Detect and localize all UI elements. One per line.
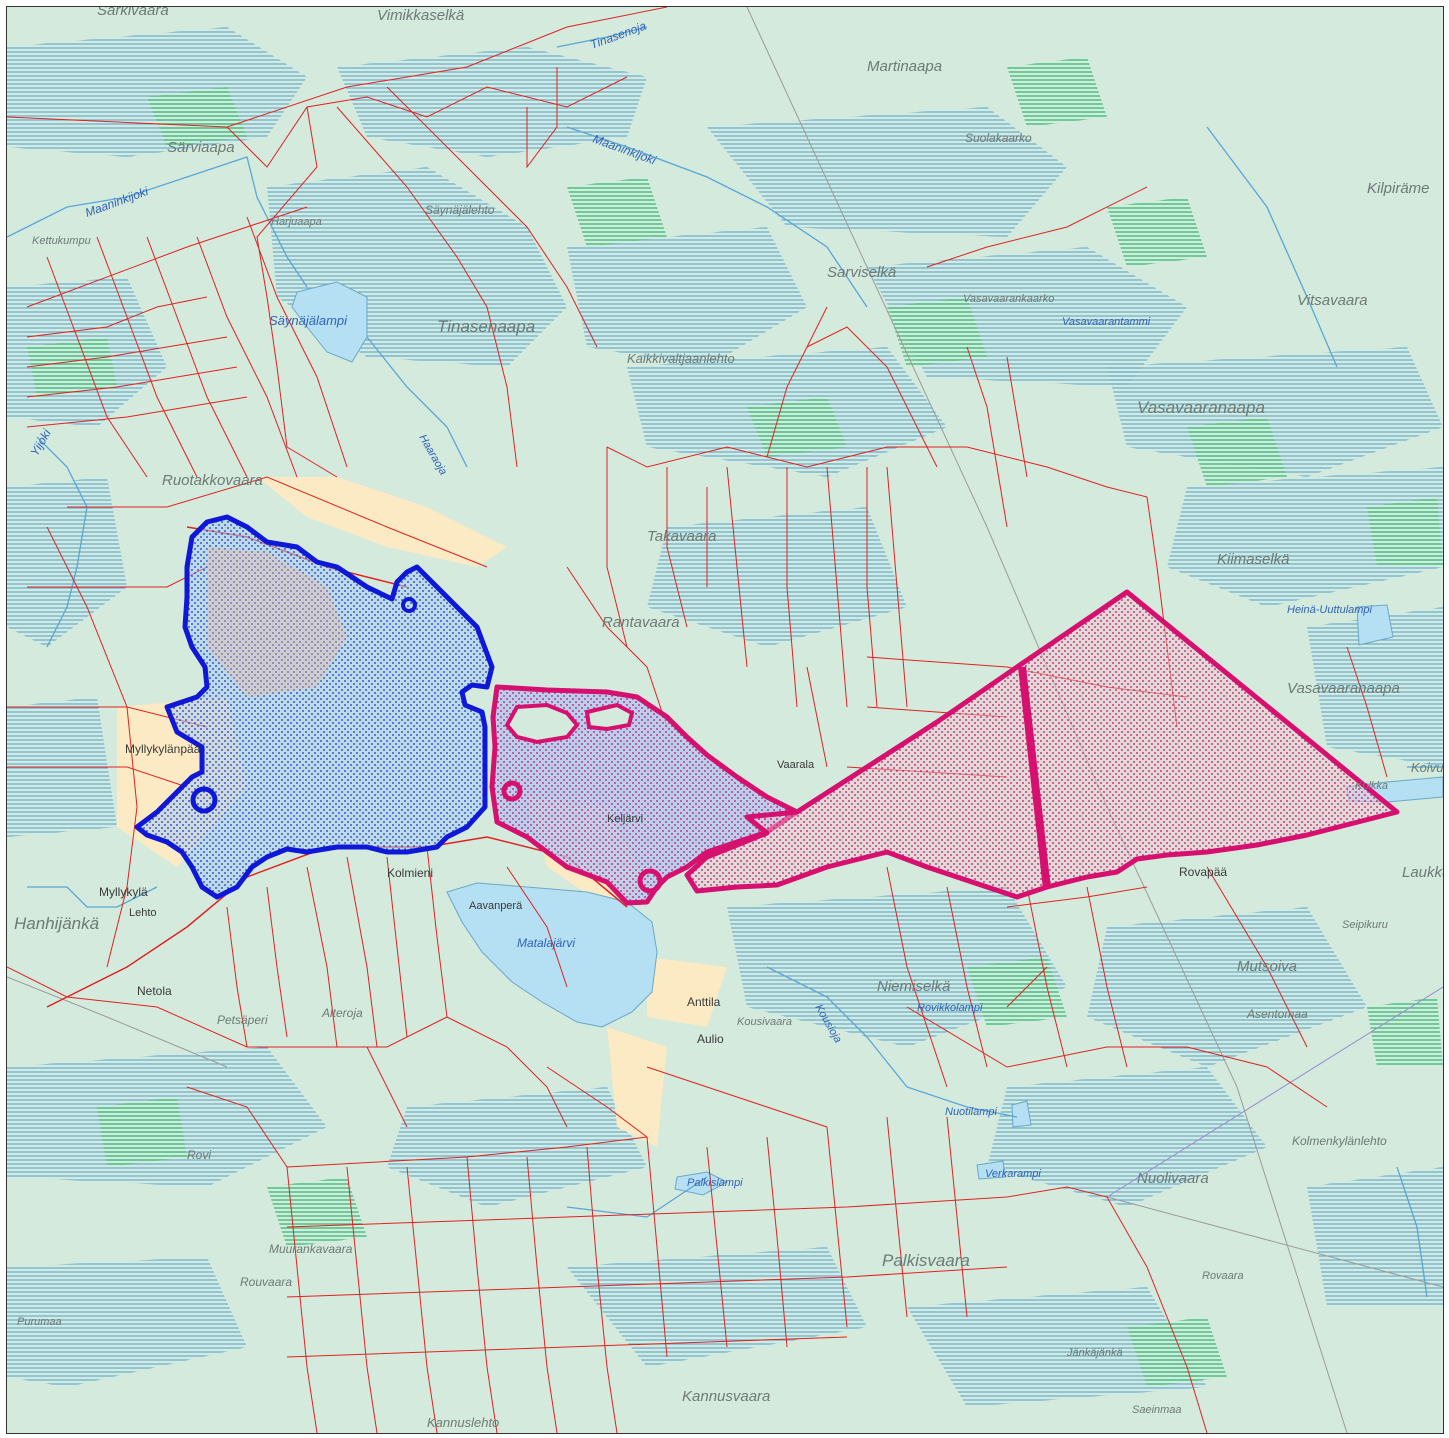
label-laukku: Laukku	[1402, 864, 1443, 881]
area-west-ring-2	[401, 597, 417, 613]
lakes	[291, 281, 1443, 1196]
label-jankajanka: Jänkäjänkä	[1066, 1347, 1123, 1359]
label-saynajalehto: Säynäjälehto	[425, 203, 495, 217]
label-suolakaarko: Suolakaarko	[965, 131, 1032, 145]
label-sarviaapa: Särviaapa	[167, 139, 235, 156]
area-west-ring	[190, 786, 218, 814]
lake-saynajalampi	[291, 281, 368, 363]
label-takavaara: Takavaara	[647, 528, 717, 545]
map-canvas[interactable]: SarkivaaraVimikkaselkäTinasenojaMartinaa…	[7, 7, 1443, 1433]
label-harjuaapa: Harjuaapa	[271, 216, 322, 228]
label-verkarampi: Verkarampi	[985, 1168, 1041, 1180]
lake-verkarampi	[976, 1160, 1006, 1180]
label-purumaa: Purumaa	[17, 1316, 62, 1328]
label-sarkivaara: Sarkivaara	[97, 7, 169, 19]
label-nuolivaara: Nuolivaara	[1137, 1170, 1209, 1187]
label-palkislampi: Palkislampi	[687, 1177, 743, 1189]
label-rovapaa: Rovapää	[1179, 865, 1227, 879]
label-kannusvaara: Kannusvaara	[682, 1388, 770, 1405]
label-mutsoiva: Mutsoiva	[1237, 958, 1297, 975]
label-ruotakkovaara: Ruotakkovaara	[162, 472, 263, 489]
label-kiimaselka: Kiimaselkä	[1217, 551, 1290, 568]
label-vimikkaselka: Vimikkaselkä	[377, 7, 464, 24]
label-kousivaara: Kousivaara	[737, 1016, 792, 1028]
label-aulio: Aulio	[697, 1032, 724, 1046]
label-kettukumpu: Kettukumpu	[32, 235, 91, 247]
area-east-island-2	[584, 702, 635, 732]
label-rovaara: Rovaara	[1202, 1270, 1244, 1282]
rivers	[7, 26, 1443, 1298]
label-tinasenaapa: Tinasenaapa	[437, 317, 535, 336]
label-myllykyla: Myllykylä	[99, 885, 148, 899]
green-marsh-areas	[27, 57, 1443, 1387]
label-petsaperi: Petsäperi	[217, 1013, 268, 1027]
label-sarviselka: Sarviselkä	[827, 264, 896, 281]
label-matalajarvi: Matalajärvi	[517, 936, 575, 950]
lake-heina-uuttulampi	[1356, 604, 1394, 646]
area-east-divider	[1018, 666, 1051, 890]
label-vasavaarankaarko: Vasavaarankaarko	[963, 293, 1054, 305]
label-kelujarvi: Keljärvi	[607, 813, 643, 825]
area-east-lake-outline[interactable]	[489, 684, 800, 906]
area-east-ring	[501, 780, 523, 802]
label-rantavaara: Rantavaara	[602, 614, 680, 631]
label-rouvaara: Rouvaara	[240, 1275, 292, 1289]
label-nuotilampi: Nuotilampi	[945, 1106, 998, 1118]
label-kolkka: Kolkka	[1355, 780, 1388, 792]
label-kolmieni: Kolmieni	[387, 866, 433, 880]
tracks	[7, 7, 1443, 1433]
label-kilpirame: Kilpiräme	[1367, 180, 1430, 197]
label-anttila: Anttila	[687, 995, 721, 1009]
area-west-outline[interactable]	[134, 514, 495, 900]
label-vasavaaranaapa2: Vasavaaranaapa	[1287, 680, 1400, 697]
area-west-inner-sand	[207, 547, 347, 697]
label-vasavaarantammi: Vasavaarantammi	[1062, 316, 1151, 328]
label-kannuslehto: Kannuslehto	[427, 1415, 499, 1430]
label-muurankavaara: Muurankavaara	[269, 1242, 353, 1256]
label-rovi: Rovi	[187, 1148, 211, 1162]
label-hanhijanka: Hanhijänkä	[14, 914, 99, 933]
label-heinauuttulampi: Heinä-Uuttulampi	[1287, 604, 1373, 616]
label-niemiselka: Niemiselkä	[877, 978, 950, 995]
area-east-ring-2	[637, 868, 663, 894]
label-martinaapa: Martinaapa	[867, 58, 942, 75]
label-koivu: Koivu	[1411, 760, 1443, 775]
label-palkisvaara: Palkisvaara	[882, 1251, 970, 1270]
lake-matalajarvi	[446, 882, 658, 1028]
label-rovikkolampi: Rovikkolampi	[917, 1002, 983, 1014]
label-seipikuru: Seipikuru	[1342, 919, 1388, 931]
lake-nuotilampi	[1011, 1100, 1032, 1128]
label-vaarala: Vaarala	[777, 759, 815, 771]
label-alteroja: Alteroja	[321, 1006, 363, 1020]
label-kaikkivaltjaanlehto: Kaikkivaltjaanlehto	[627, 351, 735, 366]
label-aavanpera: Aavanperä	[469, 900, 523, 912]
label-netola: Netola	[137, 984, 172, 998]
label-vasavaaranaapa: Vasavaaranaapa	[1137, 398, 1265, 417]
label-myllykylanpaa: Myllykylänpää	[125, 742, 201, 756]
label-asentomaa: Asentomaa	[1246, 1007, 1308, 1021]
label-saeinmaa: Saeinmaa	[1132, 1404, 1182, 1416]
label-vitsavaara: Vitsavaara	[1297, 292, 1368, 309]
label-saynajalampi: Säynäjälampi	[269, 313, 348, 328]
property-boundaries	[7, 7, 1388, 1433]
label-lehto: Lehto	[129, 907, 157, 919]
label-kolmenkylanlehto: Kolmenkylänlehto	[1292, 1134, 1387, 1148]
area-east-island	[504, 702, 580, 745]
